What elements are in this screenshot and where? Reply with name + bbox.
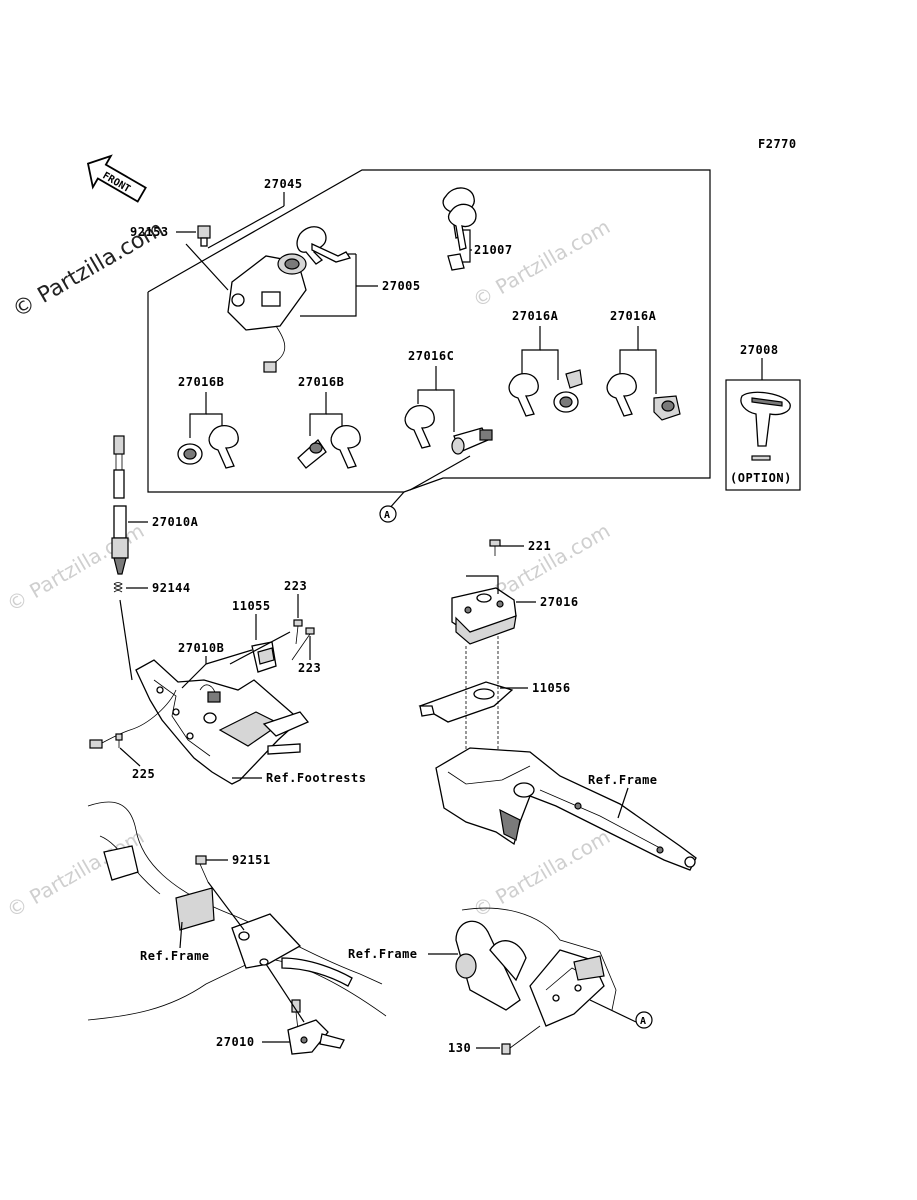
part-label-27005: 27005 (382, 279, 421, 293)
watermark-text: © Partzilla.com (469, 214, 615, 312)
ref-label-frame-2: Ref.Frame (140, 949, 210, 963)
part-label-223-2: 223 (298, 661, 321, 675)
part-label-27016c: 27016C (408, 349, 454, 363)
ref-marker-a: A (379, 505, 397, 523)
frame-tube-icon (87, 801, 387, 1021)
part-label-92151: 92151 (232, 853, 271, 867)
part-label-27016b-1: 27016B (178, 375, 224, 389)
key-icon (296, 226, 352, 265)
bolt-223-icon (291, 627, 315, 661)
part-label-27016a-2: 27016A (610, 309, 657, 323)
lock-cylinder-icon (553, 369, 583, 413)
seat-lock-27016-icon (451, 587, 517, 645)
watermark-text: © Partzilla.com (469, 824, 615, 922)
switch-27010a-icon (111, 435, 129, 575)
part-label-11056: 11056 (532, 681, 571, 695)
key-icon (208, 425, 239, 469)
part-label-27010: 27010 (216, 1035, 255, 1049)
footrest-bracket-icon (135, 659, 310, 785)
svg-text:A: A (384, 510, 390, 521)
kit-outline (147, 169, 711, 493)
lock-cylinder-icon (653, 395, 681, 421)
key-icon (508, 373, 539, 417)
key-icon (404, 405, 435, 449)
part-label-92144: 92144 (152, 581, 191, 595)
lock-cylinder-icon (177, 443, 203, 465)
lock-cylinder-icon (297, 439, 327, 469)
rear-frame-icon (435, 747, 697, 871)
screw-225-icon (115, 733, 123, 748)
part-label-223-1: 223 (284, 579, 307, 593)
wire-harness-icon (89, 684, 221, 749)
ignition-switch-icon (227, 253, 307, 373)
part-label-27008: 27008 (740, 343, 779, 357)
frame-section-icon (455, 907, 617, 1027)
ref-label-frame-1: Ref.Frame (588, 773, 658, 787)
key-icon (330, 425, 361, 469)
option-key-icon (740, 391, 791, 461)
diagram-code: F2770 (758, 137, 797, 151)
part-label-21007: 21007 (474, 243, 513, 257)
part-label-27045: 27045 (264, 177, 303, 191)
part-label-27016b-2: 27016B (298, 375, 344, 389)
part-label-11055: 11055 (232, 599, 271, 613)
svg-text:A: A (640, 1016, 646, 1027)
part-label-221: 221 (528, 539, 551, 553)
part-label-27016: 27016 (540, 595, 579, 609)
lock-cylinder-icon (451, 427, 493, 455)
option-label: (OPTION) (730, 471, 792, 485)
bolt-223-icon (293, 619, 303, 645)
front-arrow-icon: FRONT (86, 154, 147, 203)
ref-marker-a: A (635, 1011, 653, 1029)
key-icon (606, 373, 637, 417)
part-label-27010b: 27010B (178, 641, 224, 655)
ref-label-frame-3: Ref.Frame (348, 947, 418, 961)
switch-27010-icon (287, 999, 345, 1055)
part-label-130: 130 (448, 1041, 471, 1055)
spring-92144-icon (113, 582, 123, 593)
part-label-92153: 92153 (130, 225, 169, 239)
bolt-130-icon (501, 1025, 541, 1055)
part-label-27010a: 27010A (152, 515, 199, 529)
key-set-21007-icon (442, 187, 477, 271)
ref-label-footrests: Ref.Footrests (266, 771, 366, 785)
part-label-27016a-1: 27016A (512, 309, 559, 323)
bolt-92153-icon (197, 225, 211, 247)
part-label-225: 225 (132, 767, 155, 781)
screw-221-icon (489, 539, 501, 556)
